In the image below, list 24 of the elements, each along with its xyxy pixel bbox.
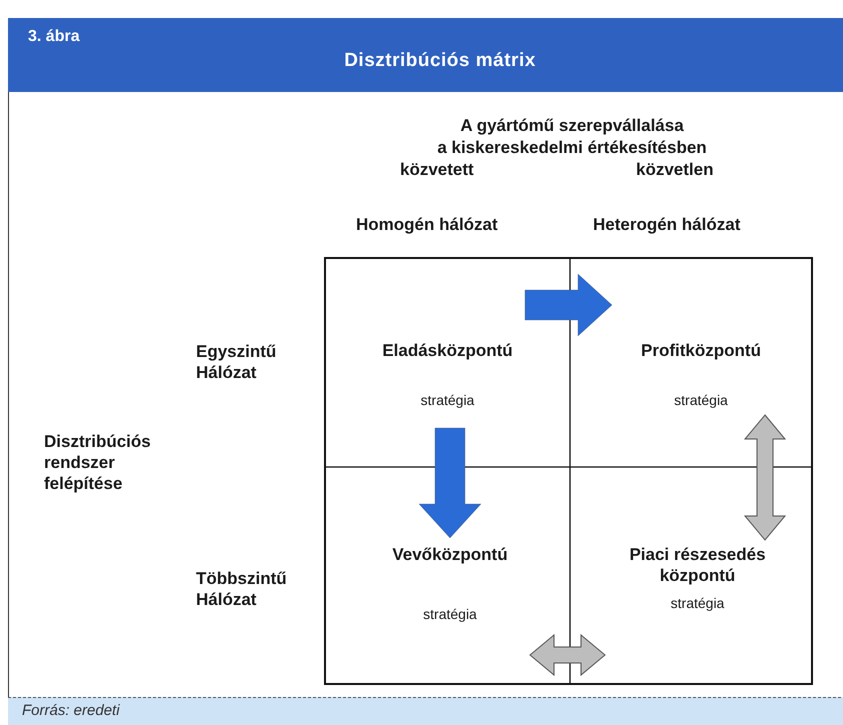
column-heading: Homogén hálózat xyxy=(356,214,498,235)
source-note: Forrás: eredeti xyxy=(22,702,120,719)
figure-number: 3. ábra xyxy=(28,27,80,47)
row-heading: Egyszintű Hálózat xyxy=(196,341,278,383)
strategy-text: stratégia xyxy=(670,594,724,612)
quadrant-title: Eladásközpontú xyxy=(382,340,513,361)
column-heading: Heterogén hálózat xyxy=(593,214,740,235)
double-block-arrow xyxy=(744,414,786,541)
axis-heading: A gyártómű szerepvállalása xyxy=(459,115,685,136)
quadrant-title: Piaci részesedés központú xyxy=(628,544,767,586)
row-heading: Többszintű Hálózat xyxy=(196,568,288,610)
quadrant-title: Vevőközpontú xyxy=(392,544,508,565)
axis-end-label: közvetlen xyxy=(636,159,714,180)
strategy-text: stratégia xyxy=(674,391,728,409)
diagram-title: Disztribúciós mátrix xyxy=(343,50,537,72)
axis-heading: a kiskereskedelmi értékesítésben xyxy=(436,137,708,158)
axis-heading: Disztribúciós rendszer felépítése xyxy=(44,431,152,494)
quadrant-title: Profitközpontú xyxy=(641,340,761,361)
block-arrow xyxy=(418,428,482,538)
axis-end-label: közvetett xyxy=(400,159,474,180)
strategy-text: stratégia xyxy=(420,391,474,409)
double-block-arrow xyxy=(529,634,606,676)
block-arrow xyxy=(524,274,612,336)
strategy-text: stratégia xyxy=(423,605,477,623)
